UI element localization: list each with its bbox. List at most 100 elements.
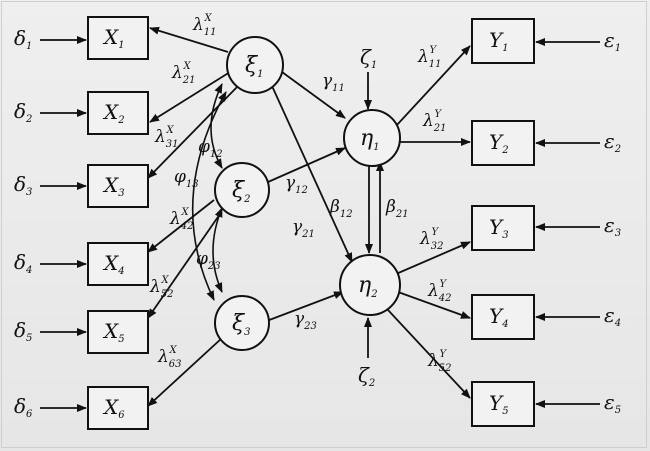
node-x3-main: X [102,173,119,197]
edge-xi1-eta1 [281,71,346,119]
edges [40,26,600,412]
param-g21: γ21 [292,217,315,240]
param-ly32: λ32Y [419,227,444,252]
svg-text:X6: X6 [102,395,125,421]
param-b12: β12 [329,197,353,220]
node-y4-sub: 4 [501,319,508,330]
svg-text:ξ3: ξ3 [232,311,251,338]
node-y3-main: Y [489,215,504,239]
node-y2-main: Y [489,130,504,154]
edge-eta2-y4 [397,291,471,319]
svg-text:X3: X3 [102,173,125,199]
svg-text:η2: η2 [358,273,378,300]
node-x6-main: X [102,395,119,419]
param-ly52: λ52Y [427,349,452,374]
edge-eta2-y5 [387,309,471,399]
edge-xi1-eta2 [271,85,353,263]
node-x2-sub: 2 [117,115,124,126]
edge-xi3-x6 [147,337,223,407]
node-x2-main: X [102,100,119,124]
node-x6-sub: 6 [118,410,125,421]
node-x4-sub: 4 [117,266,124,277]
node-y2: Y2 [471,120,535,166]
param-lx63: λ63X [157,345,182,370]
edge-xi2-eta1 [267,147,346,183]
param-g11: γ11 [322,71,345,94]
node-x1: X1 [87,16,149,60]
edge-xi3-eta2 [263,291,344,323]
error-d1: δ1 [14,26,32,52]
node-eta2-main: η [358,273,371,298]
node-x2: X2 [87,91,149,135]
node-x1-sub: 1 [118,40,124,51]
error-d4: δ4 [14,250,32,276]
param-b21: β21 [385,197,409,220]
edge-xi1-x1 [149,26,229,53]
parameter-labels: λ11X λ21X λ31X λ42X λ52X λ63X φ12 φ13 φ2… [149,13,452,374]
node-y4-main: Y [489,304,504,328]
error-e1: ε1 [604,28,621,54]
node-x3: X3 [87,164,149,208]
node-y5: Y5 [471,381,535,427]
node-x5-sub: 5 [118,334,124,345]
error-d6: δ6 [14,394,33,420]
edge-eta1-y1 [395,45,471,127]
edge-eta2-y3 [395,241,471,275]
svg-text:ξ2: ξ2 [232,178,251,205]
node-eta1-main: η [360,126,373,151]
node-x4-main: X [102,251,119,275]
node-y5-main: Y [489,391,504,415]
svg-text:X5: X5 [102,319,125,345]
node-xi2-sub: 2 [243,194,250,205]
svg-text:Y2: Y2 [489,130,509,156]
y-indicators: Y1 Y2 Y3 Y4 Y5 [471,18,535,427]
svg-text:Y5: Y5 [489,391,509,417]
edge-xi2-x4 [147,199,215,253]
node-x5-main: X [102,319,119,343]
param-g12: γ12 [285,173,308,196]
error-d3: δ3 [14,172,32,198]
node-eta1-sub: 1 [373,142,379,153]
svg-text:Y1: Y1 [489,28,509,54]
node-eta2: η2 [339,254,401,316]
node-xi1: ξ1 [226,36,284,94]
param-ly42: λ42Y [427,279,452,304]
error-e5: ε5 [604,390,621,416]
param-lx52: λ52X [149,275,174,300]
param-phi12: φ12 [198,137,223,160]
node-y5-sub: 5 [502,406,508,417]
node-xi3-main: ξ [232,311,246,336]
param-phi13: φ13 [174,167,199,190]
error-e2: ε2 [604,129,621,155]
node-xi2-main: ξ [232,178,246,203]
svg-text:Y4: Y4 [489,304,509,330]
node-xi1-sub: 1 [257,69,263,80]
node-y3: Y3 [471,205,535,251]
param-lx31: λ31X [154,125,179,150]
svg-text:X2: X2 [102,100,125,126]
node-x1-main: X [102,25,119,49]
svg-text:η1: η1 [360,126,380,153]
svg-text:X4: X4 [102,251,125,277]
node-x6: X6 [87,386,149,430]
node-x3-sub: 3 [118,188,124,199]
error-e3: ε3 [604,213,621,239]
error-terms: δ1 δ2 δ3 δ4 δ5 δ6 ε1 ε2 ε3 ε4 ε5 ζ1 ζ2 [14,26,621,420]
error-d5: δ5 [14,318,32,344]
error-e4: ε4 [604,303,621,329]
curve-phi13 [191,91,227,301]
node-eta1: η1 [343,109,401,167]
node-x5: X5 [87,310,149,354]
curve-phi23 [212,207,223,293]
svg-text:X1: X1 [102,25,125,51]
param-phi23: φ23 [196,249,221,272]
node-eta2-sub: 2 [370,289,377,300]
svg-text:Y3: Y3 [489,215,509,241]
param-ly11: λ11Y [417,45,442,70]
edge-xi1-x2 [149,71,231,123]
error-z1: ζ1 [360,45,377,71]
error-d2: δ2 [14,99,32,125]
